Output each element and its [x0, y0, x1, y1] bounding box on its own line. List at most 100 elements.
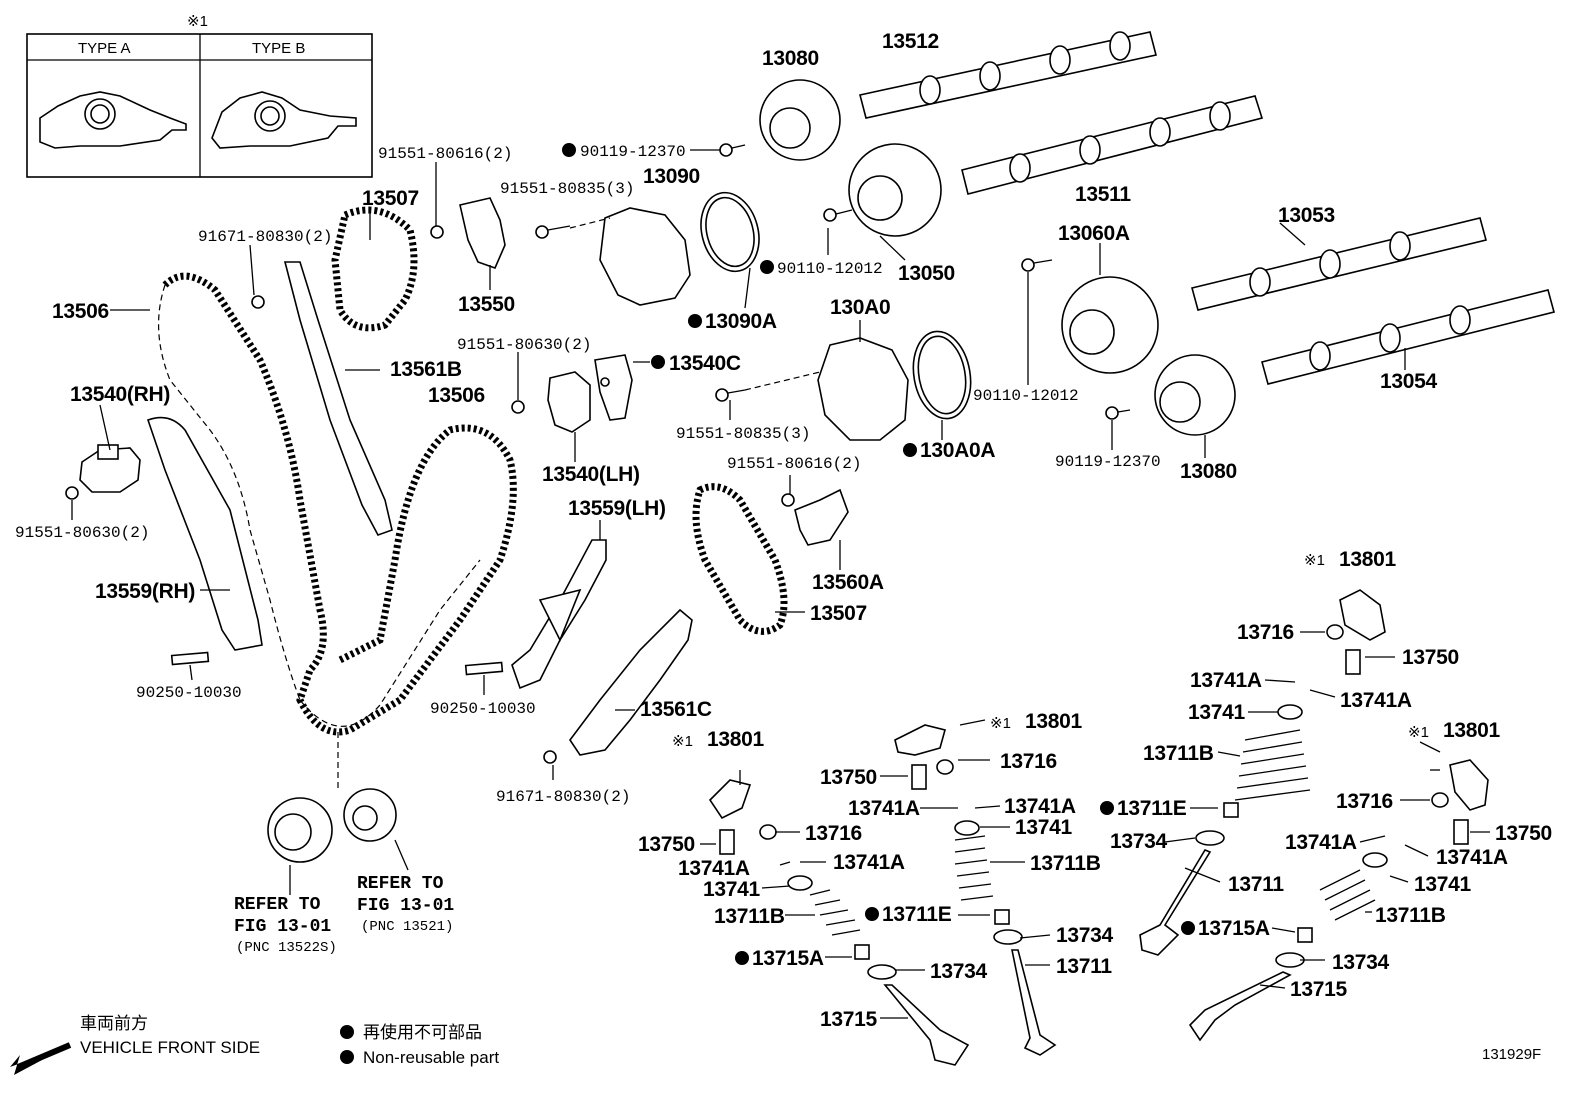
label-13715-a: 13715	[820, 1008, 878, 1031]
label-13559lh: 13559(LH)	[568, 497, 666, 520]
label-90119-top: 90119-12370	[580, 143, 686, 161]
vvt-gear-13060a	[1061, 276, 1159, 374]
label-13711b-a: 13711B	[1143, 742, 1214, 765]
part-labels: 13080 13512 90119-12370 91551-80616(2) 1…	[15, 30, 1552, 1031]
ref-left-line3: (PNC 13522S)	[236, 940, 337, 956]
label-13715a-a: 13715A	[752, 947, 824, 970]
label-90119-right: 90119-12370	[1055, 453, 1161, 471]
label-13711e-b: 13711E	[882, 903, 952, 926]
label-13711e-a: 13711E	[1117, 797, 1187, 820]
tensioner-13550	[459, 197, 506, 270]
label-13741-d: 13741	[703, 878, 761, 901]
chain-guide-13561b	[283, 261, 393, 536]
crank-sprocket-13522s	[267, 797, 333, 863]
ref-right-line2: FIG 13-01	[357, 896, 454, 916]
non-reusable-jp: 再使用不可部品	[363, 1022, 482, 1042]
label-13559rh: 13559(RH)	[95, 580, 195, 603]
o-ring-13090a	[700, 191, 760, 273]
non-reusable-marker	[688, 314, 702, 328]
label-90110-top: 90110-12012	[777, 260, 883, 278]
label-13801-b: 13801	[1025, 710, 1083, 733]
vehicle-front-en: VEHICLE FRONT SIDE	[80, 1038, 260, 1057]
label-91551-80835-top: 91551-80835(3)	[500, 180, 634, 198]
label-13080-top: 13080	[762, 47, 819, 70]
reference-notes: REFER TO FIG 13-01 (PNC 13522S) REFER TO…	[234, 874, 454, 956]
label-91671-top: 91671-80830(2)	[198, 228, 332, 246]
label-13561b: 13561B	[390, 358, 462, 381]
label-13053: 13053	[1278, 204, 1335, 227]
label-13715-b: 13715	[1290, 978, 1348, 1001]
note-mark-c: ※1	[1408, 724, 1429, 741]
non-reusable-marker	[865, 907, 879, 921]
non-reusable-en: Non-reusable part	[363, 1048, 499, 1067]
label-13741a-c2: 13741A	[1436, 846, 1508, 869]
label-13711-b: 13711	[1056, 955, 1112, 978]
timing-chain-upper-left	[331, 206, 418, 332]
label-13734-a: 13734	[1110, 830, 1168, 853]
label-13741a-a2: 13741A	[1340, 689, 1412, 712]
label-13741a-a1: 13741A	[1190, 669, 1262, 692]
type-note-mark: ※1	[187, 13, 208, 30]
timing-chain-secondary	[692, 483, 788, 635]
label-90110-right: 90110-12012	[973, 387, 1079, 405]
label-13741-c: 13741	[1414, 873, 1472, 896]
label-13507-mid: 13507	[810, 602, 867, 625]
label-13716-a: 13716	[1237, 621, 1294, 644]
label-90250-mid: 90250-10030	[430, 700, 536, 718]
non-reusable-marker	[735, 951, 749, 965]
non-reusable-marker	[1100, 801, 1114, 815]
label-13050: 13050	[898, 262, 955, 285]
ref-right-line3: (PNC 13521)	[361, 919, 453, 935]
type-a-label: TYPE A	[78, 40, 131, 57]
leader-lines	[71, 149, 1490, 1019]
vvt-cover-13090	[599, 207, 691, 306]
label-13741a-d1: 13741A	[678, 857, 750, 880]
label-91671-bottom: 91671-80830(2)	[496, 788, 630, 806]
label-13711b-b: 13711B	[1030, 852, 1101, 875]
label-13801-d: 13801	[707, 728, 765, 751]
label-13750-b: 13750	[820, 766, 877, 789]
legend: 車両前方 VEHICLE FRONT SIDE 再使用不可部品 Non-reus…	[10, 1014, 1541, 1075]
label-13715a-b: 13715A	[1198, 917, 1270, 940]
label-13750-c: 13750	[1495, 822, 1552, 845]
ref-left-line1: REFER TO	[234, 895, 321, 915]
label-13511: 13511	[1075, 183, 1131, 206]
label-13560a: 13560A	[812, 571, 884, 594]
non-reusable-marker	[760, 260, 774, 274]
label-13734-b: 13734	[1056, 924, 1114, 947]
tensioner-13540rh	[79, 444, 141, 493]
chain-slipper-13559rh	[146, 416, 263, 651]
type-b-label: TYPE B	[252, 40, 305, 57]
label-90250-left: 90250-10030	[136, 684, 242, 702]
diagram-code: 131929F	[1482, 1046, 1541, 1063]
timing-chain-main	[158, 272, 517, 790]
non-reusable-marker	[562, 143, 576, 157]
rocker-arm-type-b	[211, 91, 357, 149]
label-13506-left: 13506	[52, 300, 109, 323]
label-13506-mid: 13506	[428, 384, 485, 407]
label-130a0: 130A0	[830, 296, 890, 319]
label-13801-c: 13801	[1443, 719, 1501, 742]
label-13716-b: 13716	[1000, 750, 1057, 773]
label-13716-d: 13716	[805, 822, 862, 845]
o-ring-130a0a	[912, 330, 972, 420]
ref-left-line2: FIG 13-01	[234, 917, 331, 937]
label-13550: 13550	[458, 293, 515, 316]
ref-right-line1: REFER TO	[357, 874, 444, 894]
rocker-arm-type-a	[39, 91, 187, 149]
label-13734-d: 13734	[1332, 951, 1390, 974]
label-91551-80835-mid: 91551-80835(3)	[676, 425, 810, 443]
crank-sprocket-13521	[343, 788, 397, 842]
label-13750-d: 13750	[638, 833, 695, 856]
label-13741a-b2: 13741A	[1004, 795, 1076, 818]
label-13734-c: 13734	[930, 960, 988, 983]
label-13750-a: 13750	[1402, 646, 1459, 669]
label-13090a: 13090A	[705, 310, 777, 333]
vvt-gear-13080-upper	[759, 79, 841, 161]
label-13507-top: 13507	[362, 187, 419, 210]
label-13540c: 13540C	[669, 352, 741, 375]
label-91551-80616-top: 91551-80616(2)	[378, 145, 512, 163]
dashed-connectors	[569, 217, 821, 391]
label-13080-right: 13080	[1180, 460, 1237, 483]
bolts	[65, 143, 1131, 764]
